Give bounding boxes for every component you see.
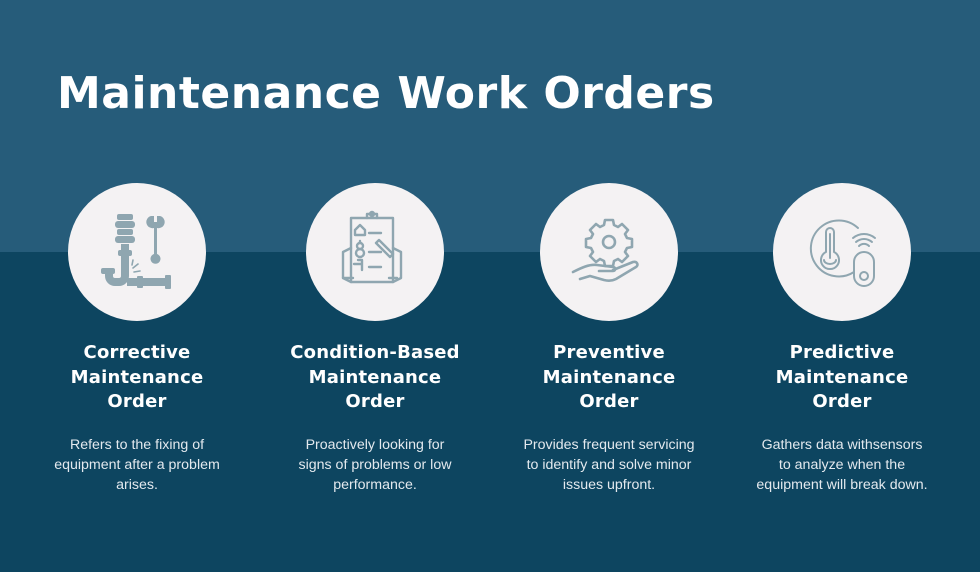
broken-pipe-wrench-icon — [101, 214, 171, 289]
clipboard-checklist-icon — [341, 210, 403, 284]
icon-circle — [68, 183, 206, 321]
thermometer-sensor-icon — [809, 219, 876, 287]
card-title: Corrective Maintenance Order — [70, 342, 204, 412]
card-predictive: Predictive Maintenance Order Gathers dat… — [727, 183, 957, 495]
page-title: Maintenance Work Orders — [57, 68, 715, 119]
card-description: Proactively looking for signs of problem… — [298, 436, 452, 493]
card-title: Condition-Based Maintenance Order — [290, 342, 460, 412]
card-preventive: Preventive Maintenance Order Provides fr… — [494, 183, 724, 495]
gear-in-hand-icon — [571, 218, 639, 282]
card-description: Gathers data withsensors to analyze when… — [756, 436, 928, 493]
icon-circle — [773, 183, 911, 321]
card-title: Predictive Maintenance Order — [775, 342, 909, 412]
card-corrective: Corrective Maintenance Order Refers to t… — [22, 183, 252, 495]
card-description: Provides frequent servicing to identify … — [523, 436, 695, 493]
icon-circle — [540, 183, 678, 321]
card-title: Preventive Maintenance Order — [542, 342, 676, 412]
icon-circle — [306, 183, 444, 321]
card-description: Refers to the fixing of equipment after … — [54, 436, 220, 493]
card-condition-based: Condition-Based Maintenance Order Proact… — [260, 183, 490, 495]
